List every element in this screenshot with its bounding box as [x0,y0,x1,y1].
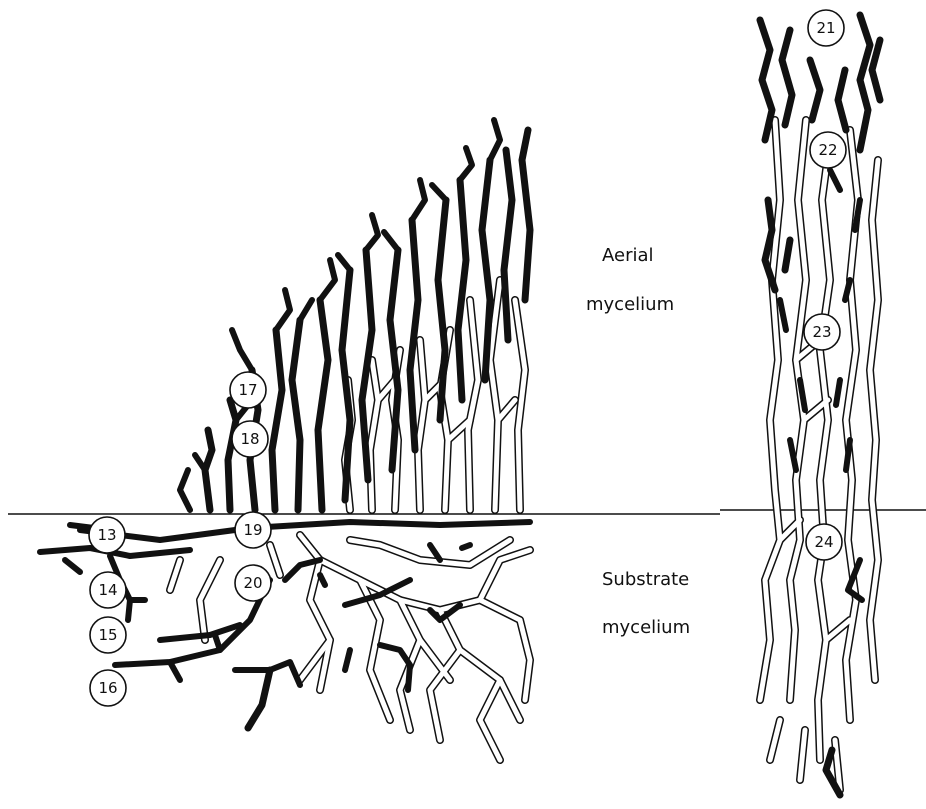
marker-19: 19 [235,512,271,548]
marker-22: 22 [810,132,846,168]
substrate-label-line1: Substrate [602,569,689,590]
marker-20: 20 [235,565,271,601]
aerial-label-line2: mycelium [586,294,674,315]
marker-18: 18 [232,421,268,457]
marker-23-label: 23 [812,323,831,341]
marker-16-label: 16 [98,679,117,697]
marker-18-label: 18 [240,430,259,448]
marker-22-label: 22 [818,141,837,159]
marker-17-label: 17 [238,381,257,399]
marker-20-label: 20 [243,574,262,592]
marker-24: 24 [806,524,842,560]
marker-19-label: 19 [243,521,262,539]
marker-15-label: 15 [98,626,117,644]
aerial-hyphae-dark [180,120,530,510]
marker-14-label: 14 [98,581,117,599]
marker-21-label: 21 [816,19,835,37]
marker-23: 23 [804,314,840,350]
substrate-label-line2: mycelium [602,617,690,638]
marker-14: 14 [90,572,126,608]
marker-13: 13 [89,517,125,553]
right-column-pale [760,120,878,790]
marker-15: 15 [90,617,126,653]
marker-13-label: 13 [97,526,116,544]
marker-24-label: 24 [814,533,833,551]
marker-21: 21 [808,10,844,46]
marker-17: 17 [230,372,266,408]
marker-16: 16 [90,670,126,706]
aerial-label-line1: Aerial [602,245,654,266]
